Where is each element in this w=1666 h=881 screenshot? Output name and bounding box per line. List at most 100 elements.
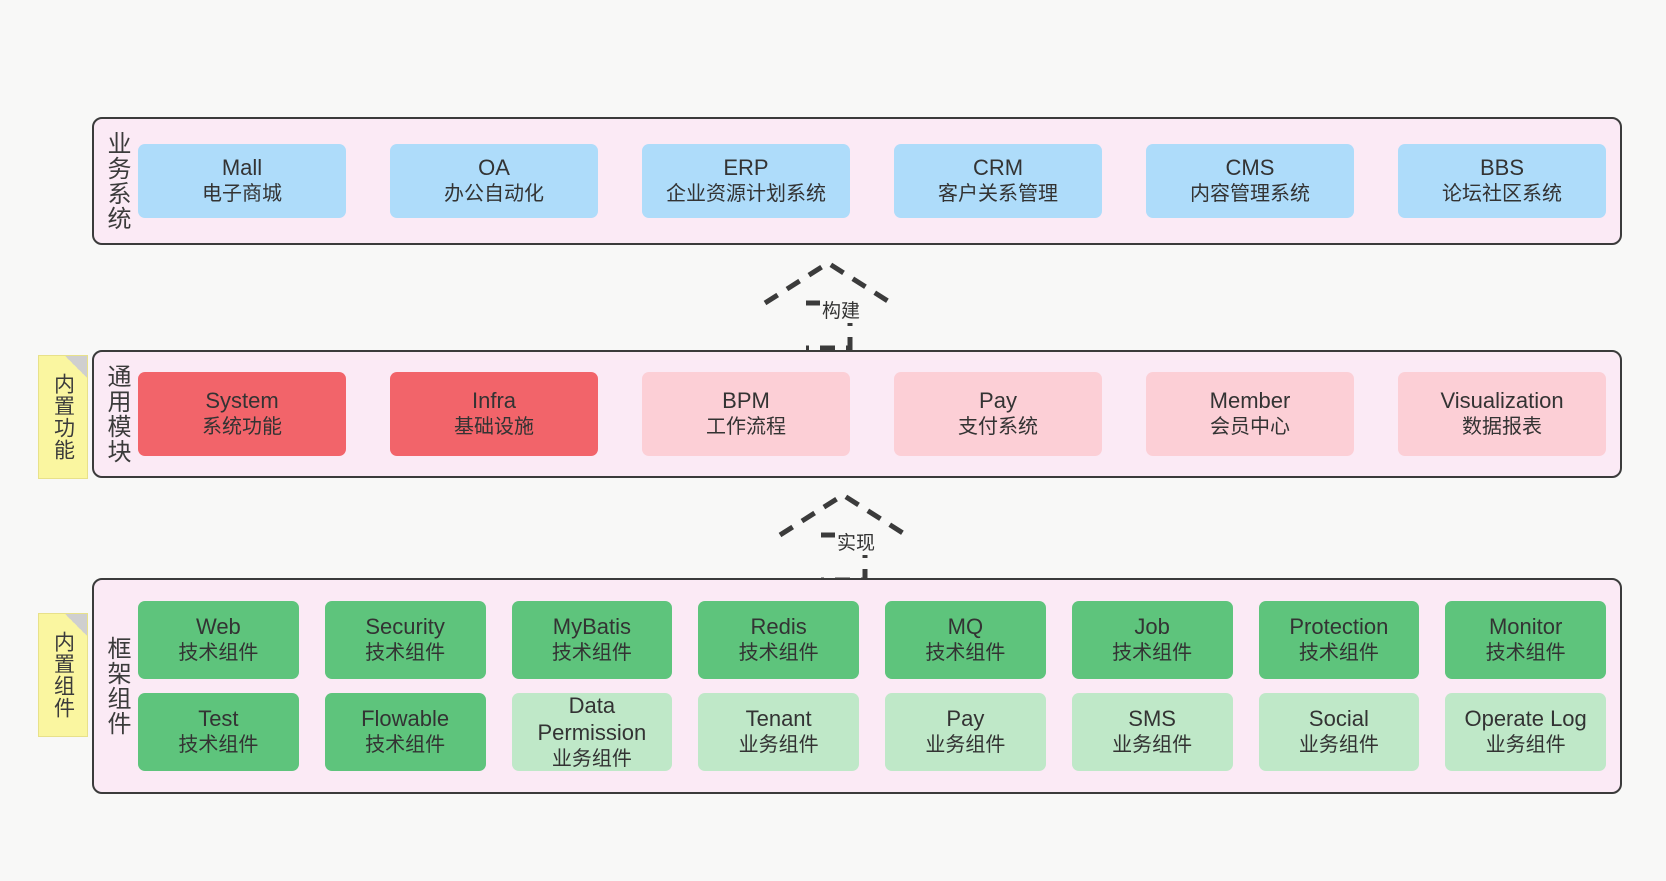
note-fold-icon — [65, 356, 87, 378]
card-title: Monitor — [1488, 614, 1563, 640]
note-fold-icon — [65, 614, 87, 636]
card-pay-component[interactable]: Pay 业务组件 — [885, 693, 1046, 771]
card-subtitle: 技术组件 — [365, 642, 446, 665]
card-subtitle: 业务组件 — [1112, 734, 1193, 757]
card-subtitle: 技术组件 — [1112, 642, 1193, 665]
card-tenant[interactable]: Tenant 业务组件 — [698, 693, 859, 771]
card-title: System — [205, 388, 279, 414]
card-test[interactable]: Test 技术组件 — [138, 693, 299, 771]
card-title: Operate Log — [1464, 706, 1587, 732]
layer-label-framework-components: 框架组件 — [102, 636, 130, 736]
card-title: CMS — [1225, 155, 1275, 181]
card-title: BBS — [1479, 155, 1525, 181]
card-subtitle: 支付系统 — [958, 416, 1038, 439]
card-title: BPM — [722, 388, 770, 414]
card-subtitle: 办公自动化 — [444, 183, 544, 206]
card-cms[interactable]: CMS 内容管理系统 — [1146, 144, 1354, 218]
card-subtitle: 技术组件 — [738, 642, 819, 665]
card-sms[interactable]: SMS 业务组件 — [1071, 693, 1233, 771]
card-visualization[interactable]: Visualization 数据报表 — [1398, 372, 1606, 456]
card-monitor[interactable]: Monitor 技术组件 — [1445, 601, 1606, 679]
card-title: Job — [1134, 614, 1170, 640]
card-title: ERP — [723, 155, 769, 181]
card-subtitle: 电子商城 — [202, 183, 282, 206]
layer-common-modules: 通用模块 System 系统功能 Infra 基础设施 BPM 工作流程 Pay… — [92, 350, 1622, 478]
connector-build-label: 构建 — [820, 296, 863, 323]
card-subtitle: 系统功能 — [202, 416, 282, 439]
card-subtitle: 内容管理系统 — [1190, 183, 1310, 206]
card-title: Protection — [1289, 614, 1389, 640]
card-web[interactable]: Web 技术组件 — [138, 601, 299, 679]
card-subtitle: 业务组件 — [1485, 734, 1566, 757]
card-subtitle: 技术组件 — [925, 642, 1006, 665]
card-subtitle: 业务组件 — [551, 747, 632, 770]
layer-framework-components: 框架组件 Web 技术组件 Security 技术组件 MyBatis 技术组件… — [92, 578, 1622, 794]
arrow-stem — [806, 300, 853, 351]
card-mall[interactable]: Mall 电子商城 — [138, 144, 346, 218]
card-subtitle: 论坛社区系统 — [1442, 183, 1562, 206]
layer-business-systems: 业务系统 Mall 电子商城 OA 办公自动化 ERP 企业资源计划系统 CRM… — [92, 117, 1622, 245]
layer-body-common-modules: System 系统功能 Infra 基础设施 BPM 工作流程 Pay 支付系统… — [138, 352, 1620, 476]
card-subtitle: 技术组件 — [365, 734, 446, 757]
card-title: Test — [198, 706, 239, 732]
note-label: 内置功能 — [51, 373, 75, 461]
card-subtitle: 数据报表 — [1462, 416, 1542, 439]
layer-body-business-systems: Mall 电子商城 OA 办公自动化 ERP 企业资源计划系统 CRM 客户关系… — [138, 119, 1620, 243]
card-title: MQ — [947, 614, 984, 640]
card-bpm[interactable]: BPM 工作流程 — [642, 372, 850, 456]
card-title: Pay — [946, 706, 985, 732]
card-system[interactable]: System 系统功能 — [138, 372, 346, 456]
card-mybatis[interactable]: MyBatis 技术组件 — [511, 601, 673, 679]
card-row: Test 技术组件 Flowable 技术组件 Data Permission … — [138, 693, 1606, 771]
card-title: Social — [1308, 706, 1369, 732]
layer-label-business-systems: 业务系统 — [102, 131, 130, 231]
note-builtin-component: 内置组件 — [38, 613, 88, 737]
card-subtitle: 客户关系管理 — [938, 183, 1058, 206]
card-title: Flowable — [361, 706, 450, 732]
card-subtitle: 会员中心 — [1210, 416, 1290, 439]
card-mq[interactable]: MQ 技术组件 — [885, 601, 1046, 679]
card-pay[interactable]: Pay 支付系统 — [894, 372, 1102, 456]
layer-label-common-modules: 通用模块 — [102, 364, 130, 464]
card-row: System 系统功能 Infra 基础设施 BPM 工作流程 Pay 支付系统… — [138, 372, 1606, 456]
card-title: Security — [365, 614, 445, 640]
card-social[interactable]: Social 业务组件 — [1258, 693, 1420, 771]
card-row: Web 技术组件 Security 技术组件 MyBatis 技术组件 Redi… — [138, 601, 1606, 679]
card-subtitle: 企业资源计划系统 — [666, 183, 826, 206]
card-oa[interactable]: OA 办公自动化 — [390, 144, 598, 218]
card-subtitle: 业务组件 — [925, 734, 1006, 757]
card-job[interactable]: Job 技术组件 — [1071, 601, 1233, 679]
card-title: SMS — [1128, 706, 1176, 732]
card-title: Redis — [750, 614, 807, 640]
card-bbs[interactable]: BBS 论坛社区系统 — [1398, 144, 1606, 218]
card-security[interactable]: Security 技术组件 — [324, 601, 486, 679]
card-title: OA — [478, 155, 510, 181]
card-title: Infra — [471, 388, 517, 414]
card-subtitle: 技术组件 — [178, 734, 259, 757]
card-subtitle: 技术组件 — [551, 642, 632, 665]
card-subtitle: 技术组件 — [1298, 642, 1379, 665]
card-erp[interactable]: ERP 企业资源计划系统 — [642, 144, 850, 218]
card-subtitle: 业务组件 — [738, 734, 819, 757]
card-infra[interactable]: Infra 基础设施 — [390, 372, 598, 456]
card-operate-log[interactable]: Operate Log 业务组件 — [1445, 693, 1606, 771]
card-redis[interactable]: Redis 技术组件 — [698, 601, 859, 679]
card-crm[interactable]: CRM 客户关系管理 — [894, 144, 1102, 218]
card-title: Tenant — [745, 706, 812, 732]
card-data-permission[interactable]: Data Permission 业务组件 — [511, 693, 673, 771]
card-title: Member — [1209, 388, 1291, 414]
connector-build: 构建 — [760, 258, 920, 358]
card-title: MyBatis — [552, 614, 631, 640]
card-flowable[interactable]: Flowable 技术组件 — [324, 693, 486, 771]
note-builtin-function: 内置功能 — [38, 355, 88, 479]
card-member[interactable]: Member 会员中心 — [1146, 372, 1354, 456]
card-title: Mall — [221, 155, 263, 181]
card-subtitle: 基础设施 — [454, 416, 534, 439]
note-label: 内置组件 — [51, 631, 75, 719]
card-subtitle: 技术组件 — [178, 642, 259, 665]
card-title: CRM — [972, 155, 1024, 181]
card-protection[interactable]: Protection 技术组件 — [1258, 601, 1420, 679]
layer-body-framework-components: Web 技术组件 Security 技术组件 MyBatis 技术组件 Redi… — [138, 580, 1620, 792]
card-title: Web — [195, 614, 241, 640]
card-subtitle: 工作流程 — [706, 416, 786, 439]
